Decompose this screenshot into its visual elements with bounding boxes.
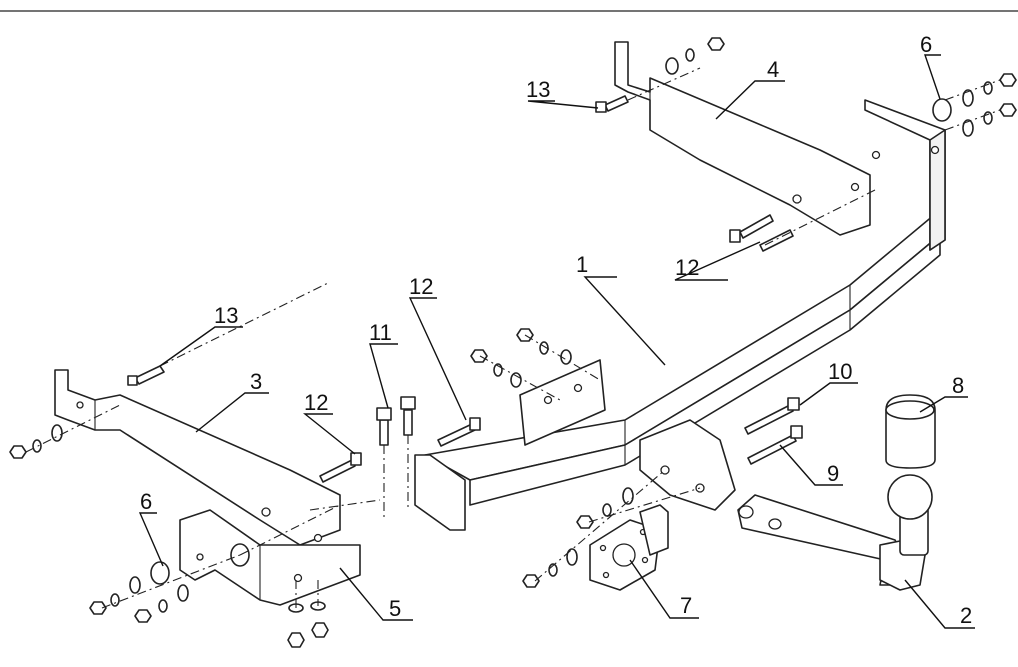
callout-3: 3 — [250, 369, 262, 394]
callout-4: 4 — [767, 57, 779, 82]
socket-plate — [589, 504, 669, 591]
callout-2: 2 — [960, 603, 972, 628]
callout-8: 8 — [952, 373, 964, 398]
callout-9: 9 — [827, 461, 839, 486]
callout-labels: 1 2 3 4 5 6 6 7 8 9 10 11 12 12 12 13 13 — [140, 32, 972, 628]
callout-leaders — [138, 54, 975, 629]
callout-12-left: 12 — [304, 390, 328, 415]
main-crossbar — [414, 99, 946, 531]
spacer-bush-right — [932, 98, 952, 122]
tow-ball-arm — [737, 474, 933, 591]
assembly-lines — [25, 67, 1001, 610]
callout-11: 11 — [369, 320, 392, 345]
callout-1: 1 — [576, 252, 588, 277]
callout-12-right: 12 — [675, 255, 699, 280]
bolts — [127, 95, 803, 483]
left-side-bracket — [54, 369, 341, 546]
callout-13-right: 13 — [526, 77, 550, 102]
callout-13-left: 13 — [214, 303, 238, 328]
callout-10: 10 — [828, 359, 852, 384]
callout-5: 5 — [389, 596, 401, 621]
callout-6-right: 6 — [920, 32, 932, 57]
callout-7: 7 — [680, 593, 692, 618]
right-side-bracket — [614, 41, 871, 236]
callout-6-left: 6 — [140, 489, 152, 514]
tow-ball-cover — [885, 394, 936, 469]
left-outer-plate — [179, 509, 361, 606]
callout-12-centre: 12 — [409, 274, 433, 299]
